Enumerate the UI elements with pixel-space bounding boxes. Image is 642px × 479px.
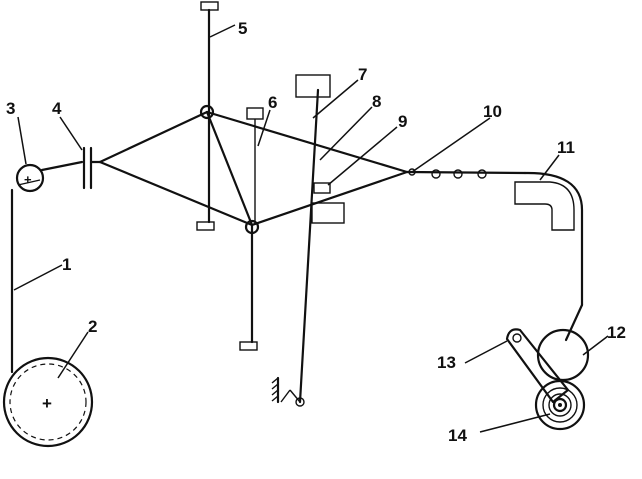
disc-tensioner [82,146,93,190]
label-14: 14 [448,426,467,445]
label-1: 1 [62,255,71,274]
lower-weight [239,107,264,351]
label-5: 5 [238,19,247,38]
label-4: 4 [52,99,62,118]
yarn-paths [89,110,527,227]
label-11: 11 [557,138,575,157]
spool-center-mark: + [42,394,52,413]
yarn-curve [523,171,584,307]
leader-lines [13,24,609,433]
label-9: 9 [398,112,407,131]
label-3: 3 [6,99,15,118]
label-6: 6 [268,93,277,112]
pivot-arm [505,328,570,404]
supply-spool: + [2,356,94,448]
take-up-roller [536,328,590,382]
lower-guide-bar [311,202,345,224]
part-labels: 1 2 3 4 5 6 7 8 9 10 11 12 13 14 [6,19,626,445]
yarn-to-roller [564,303,584,342]
label-2: 2 [88,317,97,336]
yarn-to-tensioner [40,160,84,172]
label-13: 13 [437,353,456,372]
label-10: 10 [483,102,502,121]
guide-roller: + [15,163,45,193]
label-12: 12 [607,323,626,342]
yarn-to-guide [17,179,41,186]
curved-guide [514,181,575,231]
fixed-block [295,74,331,98]
small-guide [313,182,331,194]
wound-package [534,379,586,431]
lever-rod [271,88,320,407]
label-8: 8 [372,92,381,111]
label-7: 7 [358,65,367,84]
roller-center-mark: + [24,172,32,187]
yarn-knots [408,168,487,179]
upper-weight [196,1,219,231]
